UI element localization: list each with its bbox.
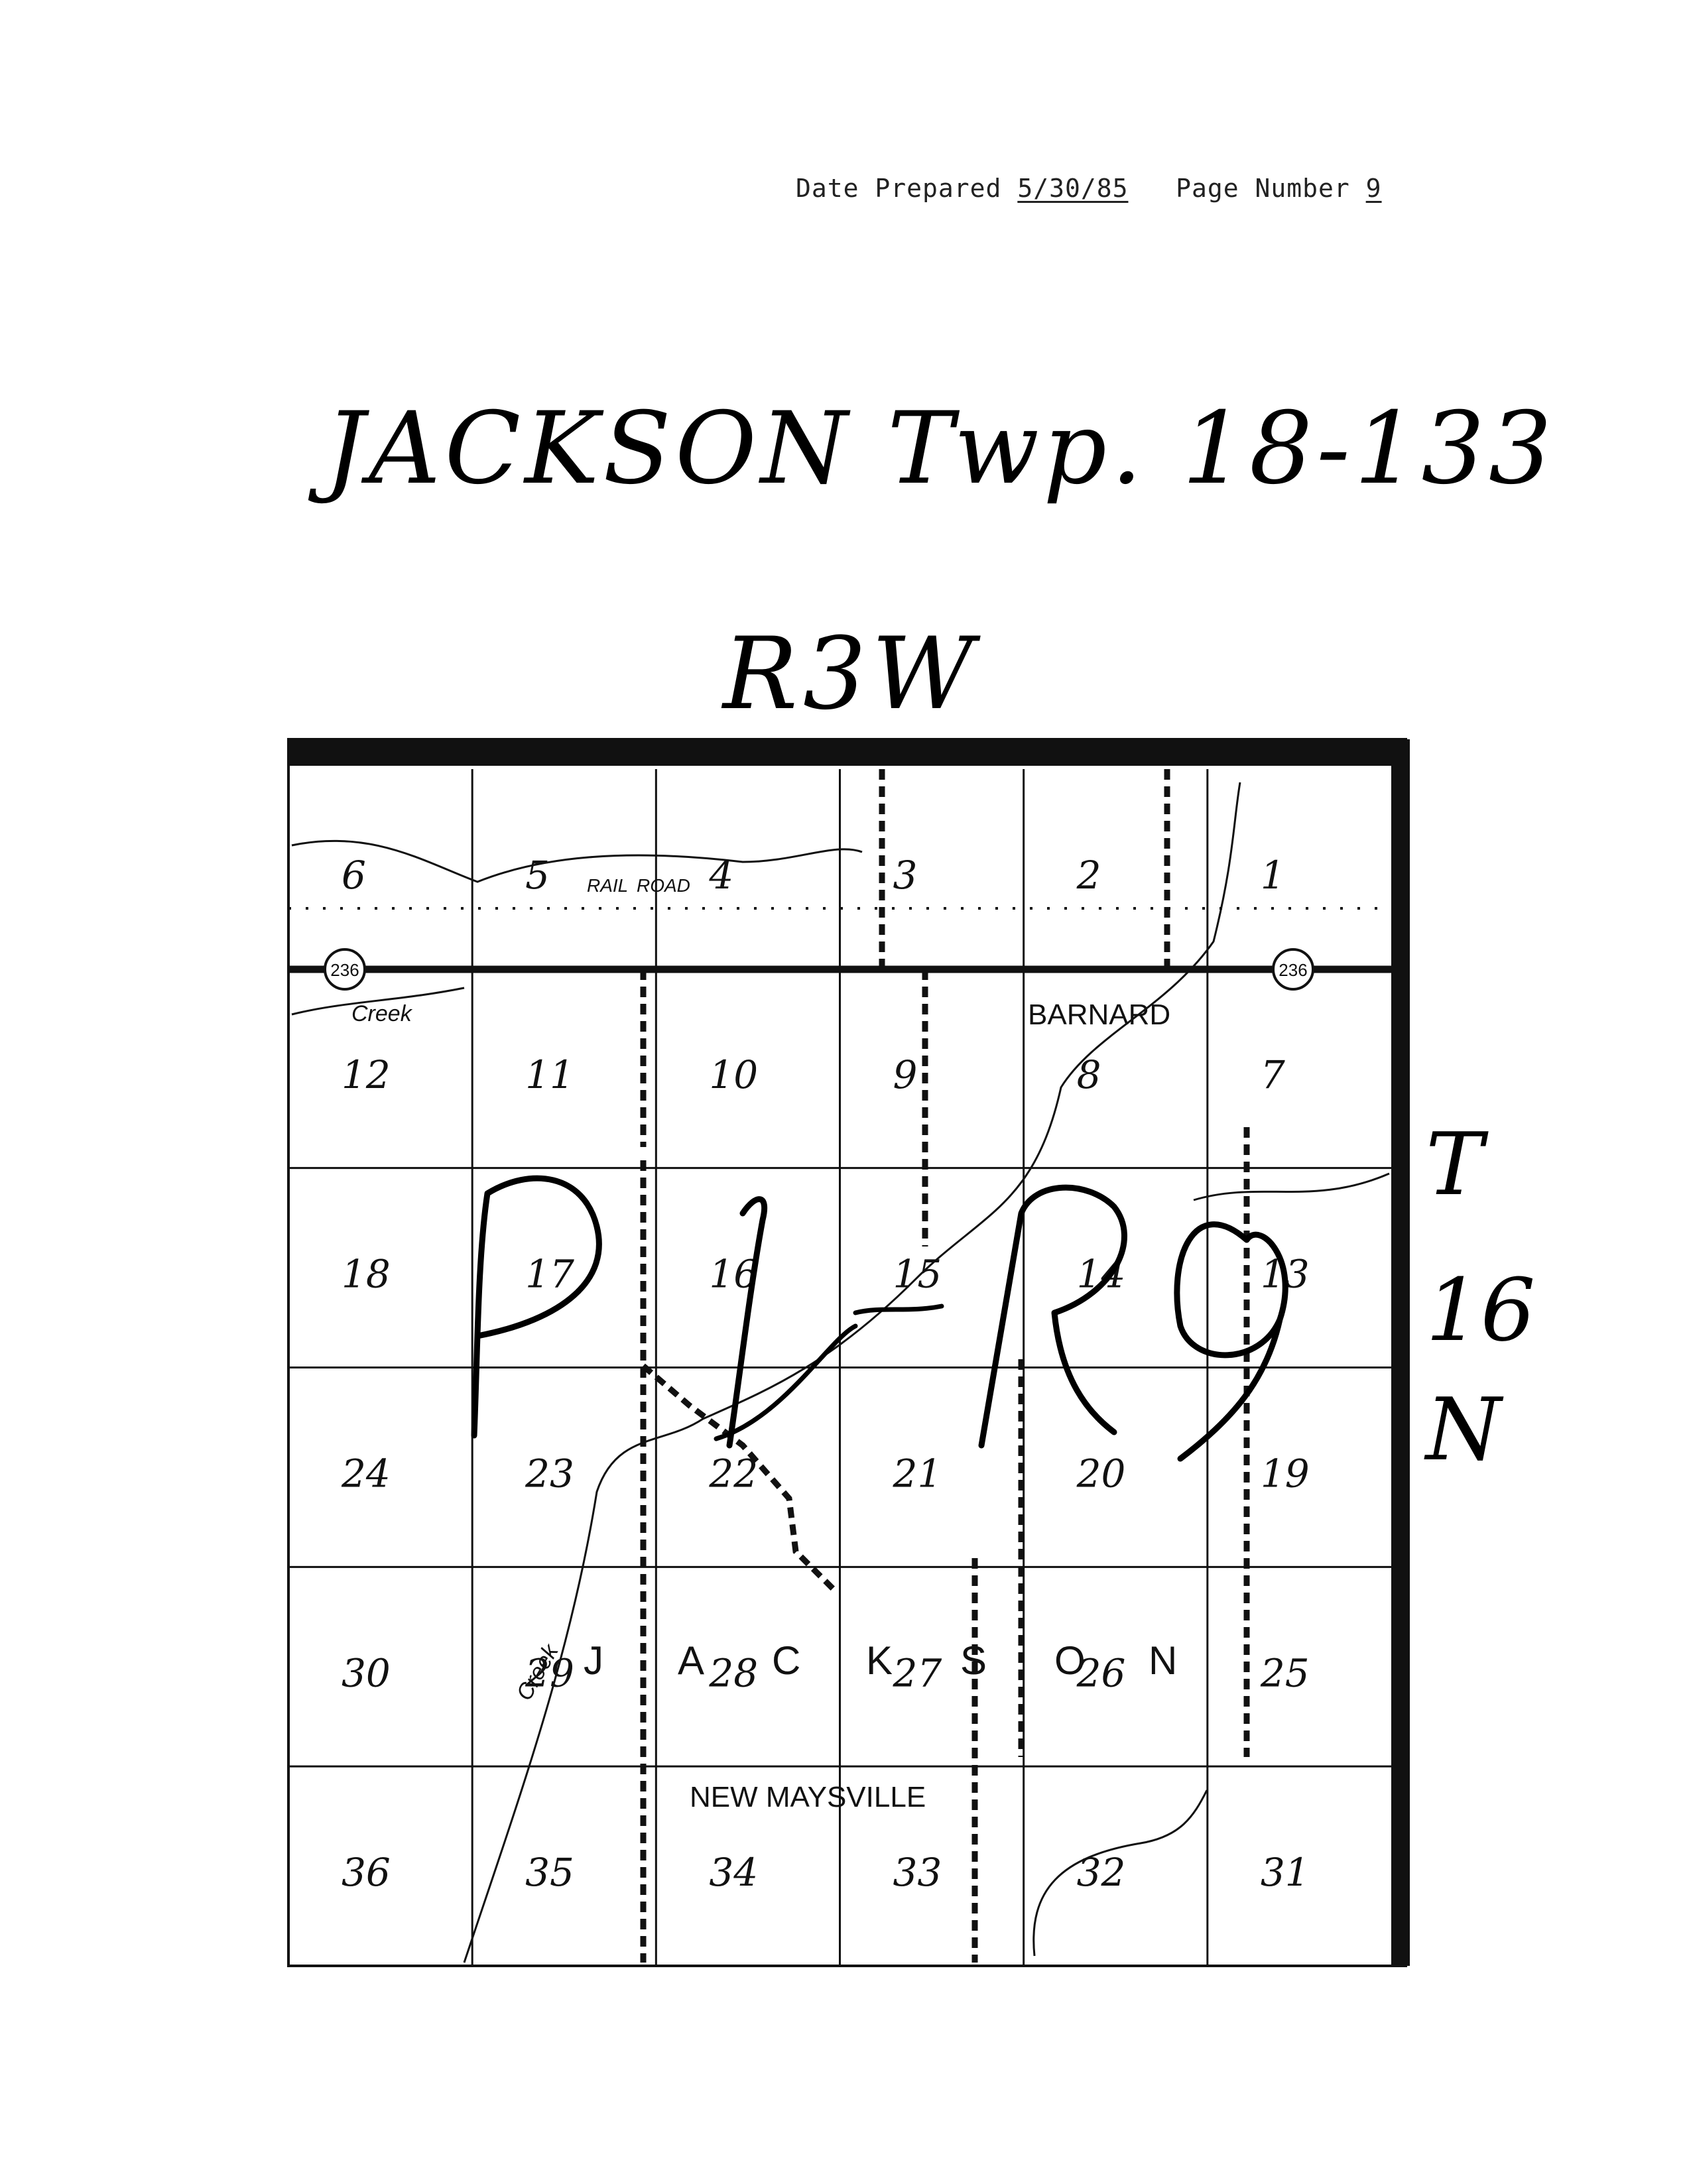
section-number-10: 10	[709, 1052, 758, 1097]
section-number-19: 19	[1261, 1451, 1310, 1496]
svg-text:236: 236	[330, 960, 359, 980]
range-label: R3W	[723, 617, 979, 732]
section-number-1: 1	[1261, 853, 1285, 898]
section-number-11: 11	[525, 1052, 574, 1097]
date-prepared-label: Date Prepared	[796, 174, 1002, 203]
section-number-21: 21	[893, 1451, 942, 1496]
section-number-36: 36	[342, 1850, 391, 1895]
section-number-15: 15	[893, 1252, 942, 1297]
township-title: JACKSON Twp. 18-133	[325, 391, 1556, 507]
page-number-label: Page Number	[1176, 174, 1350, 203]
page-number-value: 9	[1365, 174, 1382, 203]
township-name-letter: S	[960, 1638, 987, 1683]
town-label-new-maysville: NEW MAYSVILLE	[690, 1781, 926, 1813]
section-number-30: 30	[342, 1650, 391, 1695]
section-number-17: 17	[525, 1252, 574, 1297]
highway-236-shield: 236	[1272, 948, 1314, 991]
creek-line	[291, 839, 863, 883]
township-label-t: T	[1426, 1114, 1483, 1215]
date-prepared-value: 5/30/85	[1017, 174, 1129, 203]
section-number-2: 2	[1076, 853, 1101, 898]
creek-line	[1193, 1172, 1390, 1201]
section-number-24: 24	[341, 1451, 391, 1496]
section-number-28: 28	[708, 1650, 758, 1695]
svg-text:236: 236	[1279, 960, 1307, 980]
section-number-6: 6	[342, 853, 366, 898]
township-name-letter: C	[772, 1638, 800, 1683]
township-name-letter: A	[678, 1638, 704, 1683]
township-label-16: 16	[1426, 1260, 1536, 1361]
section-number-8: 8	[1077, 1052, 1101, 1097]
section-number-29: 29	[525, 1650, 574, 1695]
section-number-20: 20	[1076, 1451, 1126, 1496]
township-name-letter: O	[1054, 1638, 1086, 1683]
handwritten-overlay	[471, 1175, 1288, 1462]
section-number-27: 27	[893, 1650, 942, 1695]
highway-236-shield: 236	[324, 948, 366, 991]
section-number-7: 7	[1261, 1052, 1285, 1097]
township-name-letter: K	[866, 1638, 893, 1683]
section-number-31: 31	[1261, 1850, 1310, 1895]
township-name-letter: N	[1149, 1638, 1177, 1683]
creek-line	[291, 987, 465, 1016]
railroad-label: RAIL	[587, 875, 628, 896]
section-number-22: 22	[708, 1451, 758, 1496]
section-number-25: 25	[1260, 1650, 1310, 1695]
section-number-12: 12	[342, 1052, 391, 1097]
section-number-18: 18	[342, 1252, 391, 1297]
section-number-9: 9	[893, 1052, 918, 1097]
county-road	[641, 1363, 838, 1594]
town-label-barnard: BARNARD	[1028, 999, 1170, 1031]
section-number-4: 4	[708, 853, 733, 898]
section-number-35: 35	[525, 1850, 574, 1895]
section-number-26: 26	[1076, 1650, 1126, 1695]
railroad-label: ROAD	[637, 875, 690, 896]
section-number-34: 34	[709, 1850, 758, 1895]
township-name-letter: J	[584, 1638, 603, 1683]
section-number-3: 3	[893, 853, 918, 898]
creek-label: Creek	[351, 1001, 413, 1026]
section-number-32: 32	[1077, 1850, 1126, 1895]
section-number-23: 23	[525, 1451, 574, 1496]
township-label-n: N	[1426, 1379, 1501, 1480]
section-number-33: 33	[893, 1850, 942, 1895]
section-number-5: 5	[525, 853, 550, 898]
creek-line	[1032, 1790, 1208, 1957]
creek-line	[463, 782, 1241, 1963]
date-page-header: Date Prepared 5/30/85 Page Number 9	[796, 174, 1382, 203]
